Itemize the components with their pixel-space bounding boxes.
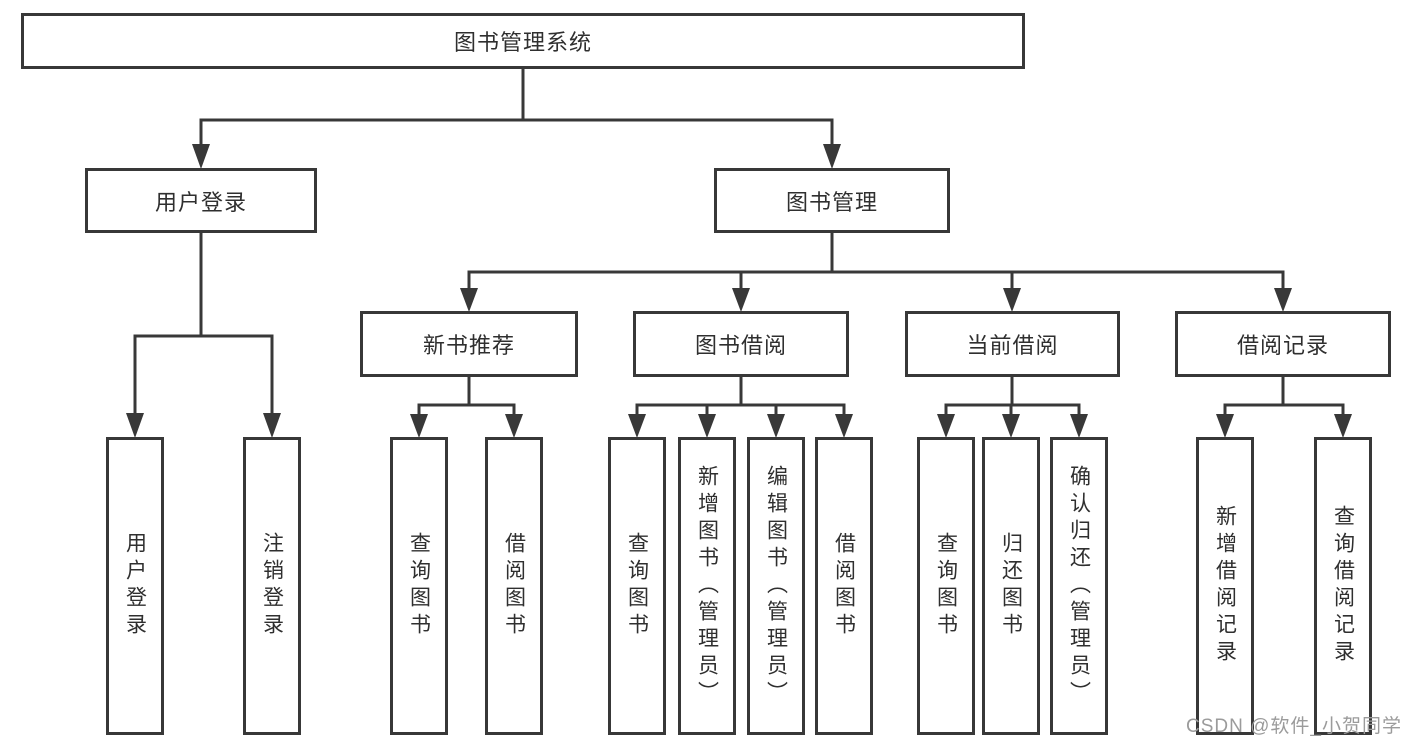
arrowhead-icon [1070, 414, 1088, 438]
arrowhead-icon [1216, 414, 1234, 438]
node-book-borrow: 图书借阅 [633, 311, 849, 377]
node-label: 新书推荐 [422, 333, 515, 358]
leaf-label: 确认归还（管理员） [1067, 464, 1091, 708]
leaf-borrow-books-recommend: 借阅图书 [485, 437, 543, 735]
node-label: 图书管理系统 [453, 30, 592, 55]
leaf-label: 归还图书 [999, 532, 1023, 640]
arrowhead-icon [126, 413, 144, 438]
arrowhead-icon [1274, 288, 1292, 312]
arrowhead-icon [823, 144, 841, 169]
leaf-label: 查询图书 [407, 532, 431, 640]
leaf-query-books-recommend: 查询图书 [390, 437, 448, 735]
node-library-system-root: 图书管理系统 [21, 13, 1025, 69]
node-label: 当前借阅 [966, 333, 1059, 358]
node-label: 借阅记录 [1236, 333, 1329, 358]
leaf-user-login: 用户登录 [106, 437, 164, 735]
leaf-label: 查询图书 [934, 532, 958, 640]
leaf-label: 注销登录 [260, 532, 284, 640]
leaf-return-books: 归还图书 [982, 437, 1040, 735]
arrowhead-icon [410, 414, 428, 438]
leaf-label: 查询借阅记录 [1331, 505, 1355, 667]
leaf-query-borrow-record: 查询借阅记录 [1314, 437, 1372, 735]
arrowhead-icon [767, 414, 785, 438]
node-book-management: 图书管理 [714, 168, 950, 233]
leaf-label: 查询图书 [625, 532, 649, 640]
arrowhead-icon [460, 288, 478, 312]
node-label: 用户登录 [154, 189, 247, 215]
arrowhead-icon [263, 413, 281, 438]
leaf-borrow-books: 借阅图书 [815, 437, 873, 735]
arrowhead-icon [1002, 414, 1020, 438]
leaf-label: 编辑图书（管理员） [764, 464, 788, 708]
arrowhead-icon [732, 288, 750, 312]
node-label: 图书管理 [785, 189, 878, 215]
arrowhead-icon [1003, 288, 1021, 312]
arrowhead-icon [192, 144, 210, 169]
arrowhead-icon [698, 414, 716, 438]
leaf-query-books-current: 查询图书 [917, 437, 975, 735]
leaf-label: 借阅图书 [832, 532, 856, 640]
leaf-label: 借阅图书 [502, 532, 526, 640]
csdn-watermark: CSDN @软件_小贺同学 [1186, 716, 1402, 737]
leaf-confirm-return-admin: 确认归还（管理员） [1050, 437, 1108, 735]
leaf-label: 新增借阅记录 [1213, 505, 1237, 667]
node-label: 图书借阅 [694, 333, 787, 358]
leaf-logout: 注销登录 [243, 437, 301, 735]
leaf-add-borrow-record: 新增借阅记录 [1196, 437, 1254, 735]
leaf-query-books-borrow: 查询图书 [608, 437, 666, 735]
leaf-label: 用户登录 [123, 532, 147, 640]
node-current-borrow: 当前借阅 [905, 311, 1120, 377]
arrowhead-icon [628, 414, 646, 438]
node-borrow-record: 借阅记录 [1175, 311, 1391, 377]
leaf-label: 新增图书（管理员） [695, 464, 719, 708]
arrowhead-icon [835, 414, 853, 438]
arrowhead-icon [1334, 414, 1352, 438]
node-user-login: 用户登录 [85, 168, 317, 233]
leaf-add-books-admin: 新增图书（管理员） [678, 437, 736, 735]
arrowhead-icon [505, 414, 523, 438]
arrowhead-icon [937, 414, 955, 438]
leaf-edit-books-admin: 编辑图书（管理员） [747, 437, 805, 735]
node-new-book-recommend: 新书推荐 [360, 311, 578, 377]
